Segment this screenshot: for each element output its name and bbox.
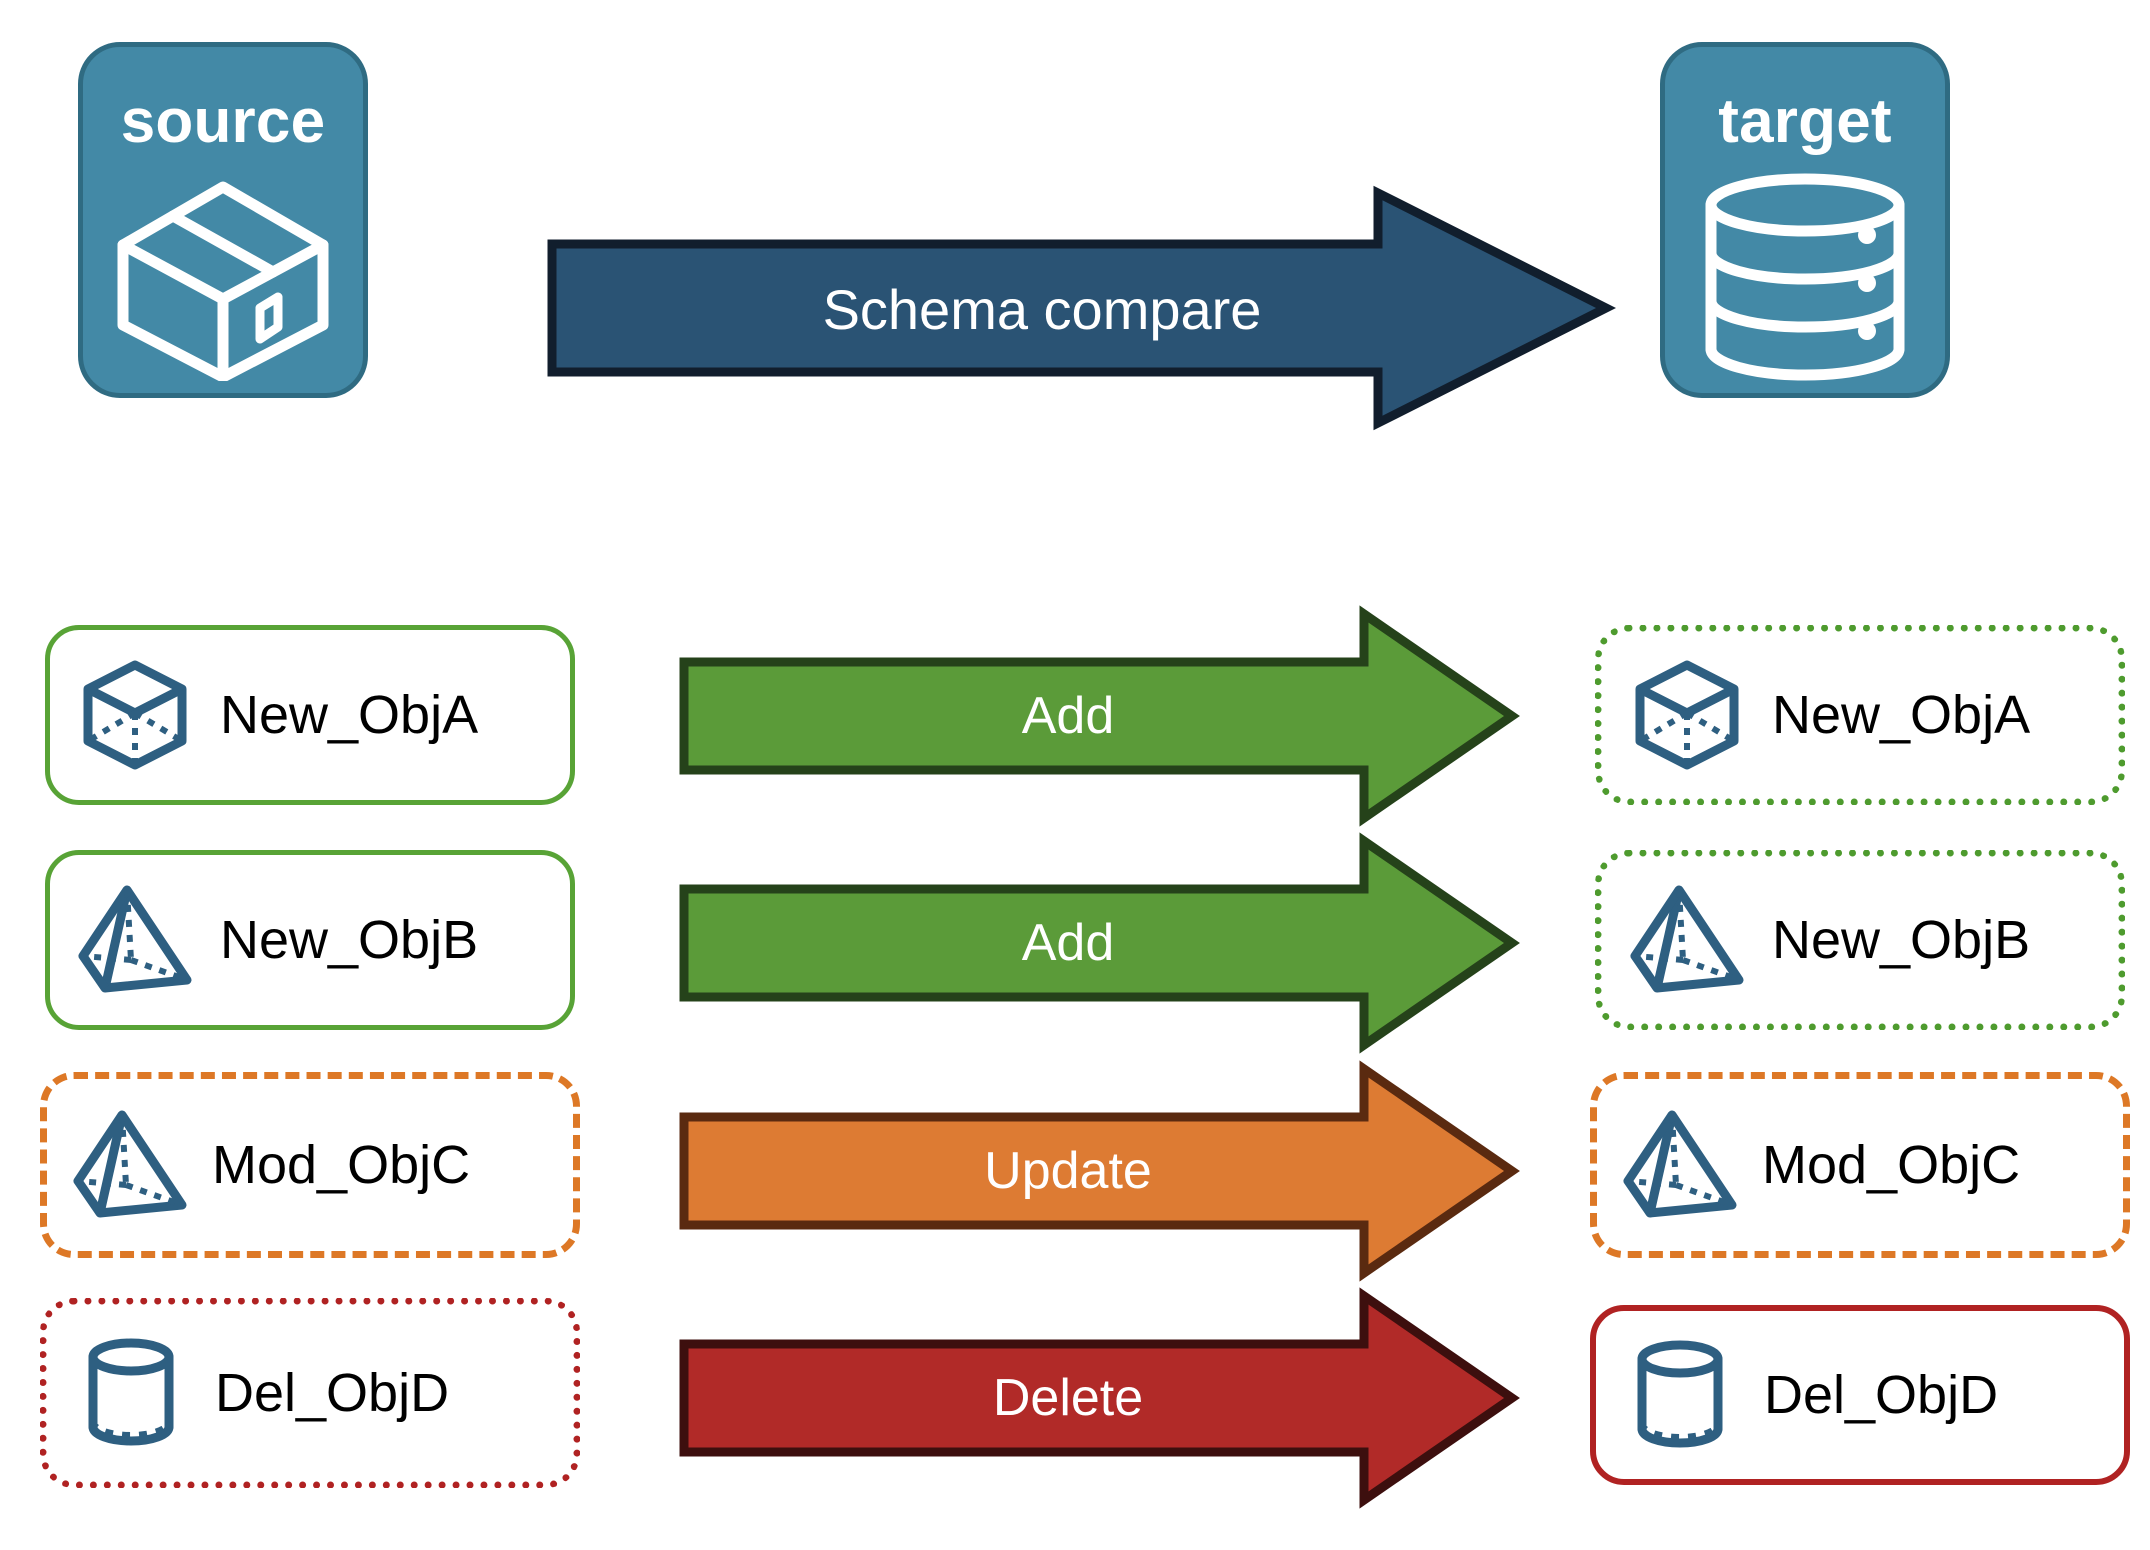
target-endpoint-card: target xyxy=(1660,42,1950,398)
wireframe-pyramid-icon xyxy=(47,1109,212,1221)
wireframe-pyramid-icon xyxy=(1602,884,1772,996)
add-arrow-label: Add xyxy=(1021,687,1115,745)
target-object-label: Del_ObjD xyxy=(1764,1365,1999,1425)
source-object-row[interactable]: New_ObjA xyxy=(45,625,575,805)
database-cylinder-icon xyxy=(1695,171,1915,388)
source-object-row[interactable]: Del_ObjD xyxy=(40,1298,580,1488)
source-object-row[interactable]: Mod_ObjC xyxy=(40,1072,580,1258)
add-arrow-label: Add xyxy=(1021,914,1115,972)
source-object-label: Del_ObjD xyxy=(215,1363,450,1423)
update-arrow xyxy=(679,1060,1520,1282)
delete-arrow-label: Delete xyxy=(992,1369,1144,1427)
source-object-label: Mod_ObjC xyxy=(212,1135,471,1195)
source-object-row[interactable]: New_ObjB xyxy=(45,850,575,1030)
target-object-label: New_ObjA xyxy=(1772,685,2031,745)
wireframe-cube-icon xyxy=(1602,659,1772,771)
target-object-row[interactable]: New_ObjA xyxy=(1595,625,2125,805)
source-object-label: New_ObjB xyxy=(220,910,479,970)
delete-arrow xyxy=(679,1287,1520,1509)
package-box-icon xyxy=(108,171,338,386)
schema-compare-arrow xyxy=(547,185,1616,431)
wireframe-cube-icon xyxy=(50,659,220,771)
wireframe-cylinder-icon xyxy=(1596,1339,1764,1451)
source-endpoint-card: source xyxy=(78,42,368,398)
source-object-label: New_ObjA xyxy=(220,685,479,745)
wireframe-cylinder-icon xyxy=(47,1337,215,1449)
target-object-row[interactable]: New_ObjB xyxy=(1595,850,2125,1030)
wireframe-pyramid-icon xyxy=(1597,1109,1762,1221)
target-object-row[interactable]: Del_ObjD xyxy=(1590,1305,2130,1485)
add-arrow xyxy=(679,832,1520,1054)
source-endpoint-label: source xyxy=(120,87,326,156)
add-arrow xyxy=(679,605,1520,827)
schema-compare-arrow-label: Schema compare xyxy=(822,278,1262,341)
target-endpoint-label: target xyxy=(1718,87,1892,156)
target-object-row[interactable]: Mod_ObjC xyxy=(1590,1072,2130,1258)
target-object-label: Mod_ObjC xyxy=(1762,1135,2021,1195)
update-arrow-label: Update xyxy=(984,1142,1152,1200)
wireframe-pyramid-icon xyxy=(50,884,220,996)
target-object-label: New_ObjB xyxy=(1772,910,2031,970)
